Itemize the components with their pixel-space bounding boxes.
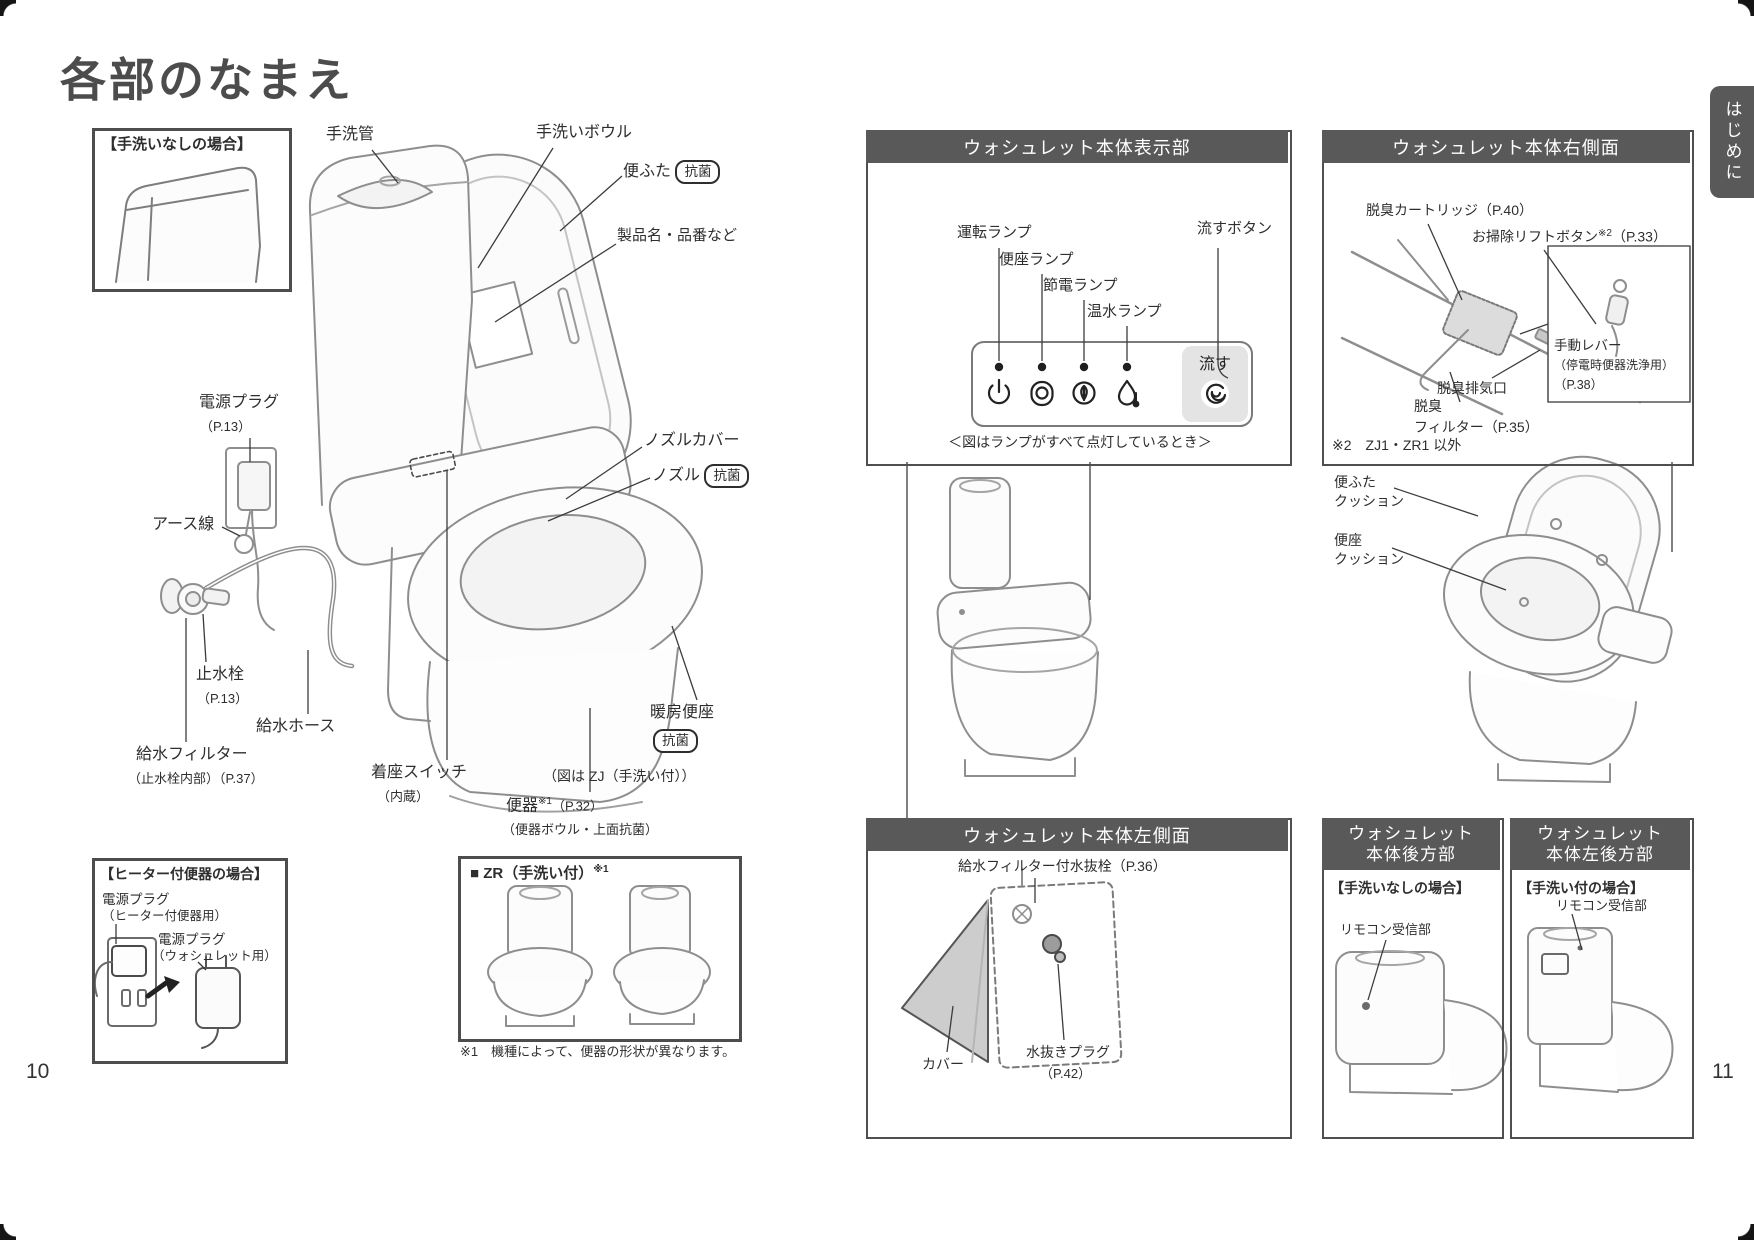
label-deodor-filter-2: フィルター（P.35） bbox=[1414, 419, 1539, 435]
zr-box-title: ■ ZR（手洗い付）※1 bbox=[470, 864, 609, 882]
page-number-right: 11 bbox=[1712, 1060, 1734, 1083]
label-danbou: 暖房便座 bbox=[650, 704, 715, 721]
heater-plug1-sub: （ヒーター付便器用） bbox=[102, 909, 228, 923]
side-tab-hajimeni: はじめに bbox=[1710, 86, 1754, 198]
label-remote-receiver-1: リモコン受信部 bbox=[1340, 922, 1432, 937]
sec2-box bbox=[1322, 130, 1694, 466]
heater-plug2: 電源プラグ bbox=[158, 932, 226, 947]
label-lamp-benza: 便座ランプ bbox=[999, 251, 1074, 268]
sec1-caption: ＜図はランプがすべて点灯しているとき＞ bbox=[948, 434, 1212, 450]
rear-left-view-illustration bbox=[1527, 927, 1674, 1093]
label-drain-plug: 水抜きプラグ bbox=[1026, 1044, 1110, 1060]
no-tearai-tank-illustration bbox=[115, 166, 261, 283]
sec5-sub: 【手洗い付の場合】 bbox=[1518, 880, 1644, 896]
label-hose: 給水ホース bbox=[256, 718, 336, 735]
label-cartridge: 脱臭カートリッジ（P.40） bbox=[1366, 202, 1533, 218]
heater-plug1: 電源プラグ bbox=[102, 892, 170, 907]
page-title: 各部のなまえ bbox=[60, 54, 354, 106]
label-flush-button: 流すボタン bbox=[1197, 220, 1273, 237]
main-toilet-illustration bbox=[160, 144, 703, 813]
antibacterial-badge: 抗菌 bbox=[653, 729, 698, 754]
label-lid-cushion-1: 便ふた bbox=[1334, 474, 1376, 490]
heater-box-title: 【ヒーター付便器の場合】 bbox=[100, 866, 268, 882]
label-power-plug: 電源プラグ bbox=[199, 394, 280, 411]
label-earth: アース線 bbox=[152, 516, 215, 533]
label-tearai-bowl: 手洗いボウル bbox=[536, 124, 633, 141]
label-benki-sub: （便器ボウル・上面抗菌） bbox=[502, 822, 659, 837]
page-number-left: 10 bbox=[26, 1060, 50, 1083]
no-tearai-title: 【手洗いなしの場合】 bbox=[102, 136, 253, 153]
label-zu-note: （図は ZJ（手洗い付）） bbox=[543, 768, 696, 784]
label-lever-1: 手動レバー bbox=[1554, 338, 1622, 353]
label-danbou-badge: 抗菌 bbox=[653, 729, 698, 754]
corner-mark bbox=[0, 0, 16, 16]
label-seat-cushion-1: 便座 bbox=[1334, 532, 1362, 548]
corner-mark bbox=[1738, 1224, 1754, 1240]
rear-view-illustration bbox=[1335, 950, 1508, 1095]
heater-plug2-sub: （ウォシュレット用） bbox=[152, 949, 277, 963]
label-power-plug-ref: （P.13） bbox=[200, 419, 252, 434]
label-nozzle: ノズル 抗菌 bbox=[652, 464, 750, 489]
zr-note: ※1 機種によって、便器の形状が異なります。 bbox=[460, 1044, 736, 1059]
label-remote-receiver-2: リモコン受信部 bbox=[1556, 898, 1648, 913]
corner-mark bbox=[0, 1224, 16, 1240]
sec2-note: ※2 ZJ1・ZR1 以外 bbox=[1332, 437, 1462, 453]
label-lamp-setsuden: 節電ランプ bbox=[1043, 277, 1118, 294]
flush-button-label: 流す bbox=[1198, 356, 1231, 373]
label-seat-cushion-2: クッション bbox=[1334, 551, 1404, 567]
label-lamp-onsui: 温水ランプ bbox=[1087, 303, 1162, 320]
label-filter-sub: （止水栓内部）（P.37） bbox=[128, 771, 264, 786]
label-shisuisen-ref: （P.13） bbox=[197, 691, 249, 706]
sec1-header: ウォシュレット本体表示部 bbox=[866, 130, 1288, 163]
label-tearaikan: 手洗管 bbox=[326, 126, 375, 143]
antibacterial-badge: 抗菌 bbox=[704, 464, 750, 489]
right-side-illustration bbox=[1340, 239, 1691, 416]
left-side-illustration bbox=[901, 867, 1123, 1069]
sec4-header: ウォシュレット本体後方部 bbox=[1322, 818, 1500, 870]
label-seat-switch-sub: （内蔵） bbox=[377, 789, 430, 804]
label-seat-switch: 着座スイッチ bbox=[371, 764, 468, 781]
washlet-front-illustration bbox=[936, 477, 1099, 777]
label-product: 製品名・品番など bbox=[617, 227, 738, 244]
label-drain-valve: 給水フィルター付水抜栓（P.36） bbox=[958, 858, 1167, 874]
label-benki: 便器※1（P.32） bbox=[506, 796, 604, 815]
corner-mark bbox=[1738, 0, 1754, 16]
leader-lines bbox=[115, 147, 1673, 1053]
label-filter: 給水フィルター bbox=[136, 746, 248, 763]
heater-box bbox=[92, 858, 288, 1064]
antibacterial-badge: 抗菌 bbox=[675, 160, 721, 185]
open-lid-toilet-illustration bbox=[1442, 455, 1673, 783]
label-lamp-unten: 運転ランプ bbox=[957, 224, 1032, 241]
sec4-sub: 【手洗いなしの場合】 bbox=[1330, 880, 1470, 896]
sec5-header: ウォシュレット本体左後方部 bbox=[1510, 818, 1690, 870]
label-lever-2: （停電時便器洗浄用） bbox=[1554, 358, 1675, 372]
label-benfuta: 便ふた 抗菌 bbox=[623, 160, 721, 185]
label-lift-button: お掃除リフトボタン※2（P.33） bbox=[1472, 228, 1667, 245]
sec3-header: ウォシュレット本体左側面 bbox=[866, 818, 1288, 851]
zr-box bbox=[458, 856, 742, 1042]
sec1-box bbox=[866, 130, 1292, 466]
label-drain-plug-ref: （P.42） bbox=[1040, 1066, 1092, 1081]
label-cover: カバー bbox=[922, 1056, 964, 1072]
label-deodor-filter-1: 脱臭 bbox=[1414, 398, 1442, 414]
no-tearai-box bbox=[92, 128, 292, 292]
label-exhaust: 脱臭排気口 bbox=[1437, 380, 1507, 396]
label-shisuisen: 止水栓 bbox=[196, 666, 245, 683]
zr-toilets-illustration bbox=[487, 885, 711, 1027]
sec2-header: ウォシュレット本体右側面 bbox=[1322, 130, 1690, 163]
display-panel-illustration bbox=[971, 341, 1253, 427]
label-nozzle-cover: ノズルカバー bbox=[644, 432, 740, 449]
label-lid-cushion-2: クッション bbox=[1334, 493, 1404, 509]
heater-outlet-illustration bbox=[93, 937, 241, 1049]
label-lever-3: （P.38） bbox=[1554, 378, 1604, 392]
